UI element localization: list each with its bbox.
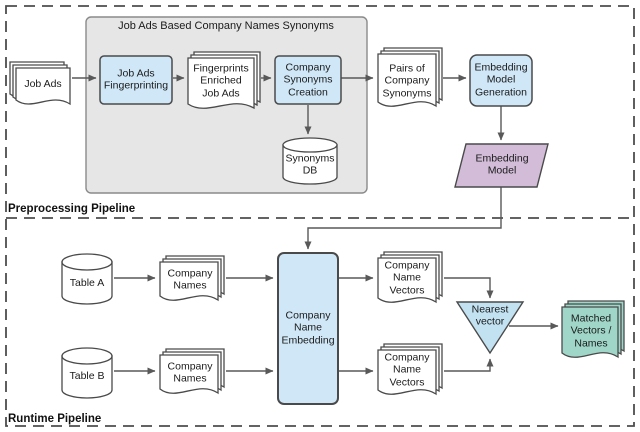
sheet: [159, 261, 219, 302]
container-title: Job Ads Based Company Names Synonyms: [118, 20, 334, 32]
node-table-b: [61, 347, 113, 399]
pipeline-outer-dashed-border: [5, 5, 635, 427]
node-matched-vectors-names: [561, 300, 625, 359]
node-table-a: [61, 253, 113, 305]
node-job-ads-fingerprinting: [99, 55, 173, 105]
node-company-synonyms-creation: [274, 55, 342, 105]
node-embedding-model-generation: [469, 54, 533, 107]
cylinder-body: [61, 261, 113, 305]
node-company-names-b: [159, 348, 225, 395]
cylinder-body: [282, 144, 338, 185]
cylinder-top: [61, 253, 113, 271]
cylinder-top: [282, 137, 338, 153]
sheet: [377, 349, 437, 396]
node-job-ads-documents: [9, 61, 71, 106]
node-fingerprints-enriched-job-ads: [187, 51, 261, 110]
sheet: [15, 67, 71, 106]
sheet: [377, 257, 437, 304]
node-company-name-vectors-a: [377, 251, 443, 304]
section-label-runtime: Runtime Pipeline: [8, 413, 102, 425]
sheet: [187, 57, 255, 110]
node-synonyms-db: [282, 137, 338, 185]
cylinder-body: [61, 355, 113, 399]
node-company-name-embedding: [277, 252, 339, 405]
edge-vectors-a-to-nearest: [444, 277, 494, 299]
node-nearest-vector: [455, 301, 525, 355]
sheet: [377, 53, 437, 108]
node-embedding-model: [454, 143, 549, 188]
edge-model-to-name-embedding: [304, 187, 502, 250]
edge-vectors-b-to-nearest: [444, 358, 494, 372]
node-company-names-a: [159, 255, 225, 302]
sheet: [561, 306, 619, 359]
node-company-name-vectors-b: [377, 343, 443, 396]
sheet: [159, 354, 219, 395]
node-pairs-of-company-synonyms: [377, 47, 443, 108]
cylinder-top: [61, 347, 113, 365]
section-label-preprocessing: Preprocessing Pipeline: [8, 203, 136, 215]
